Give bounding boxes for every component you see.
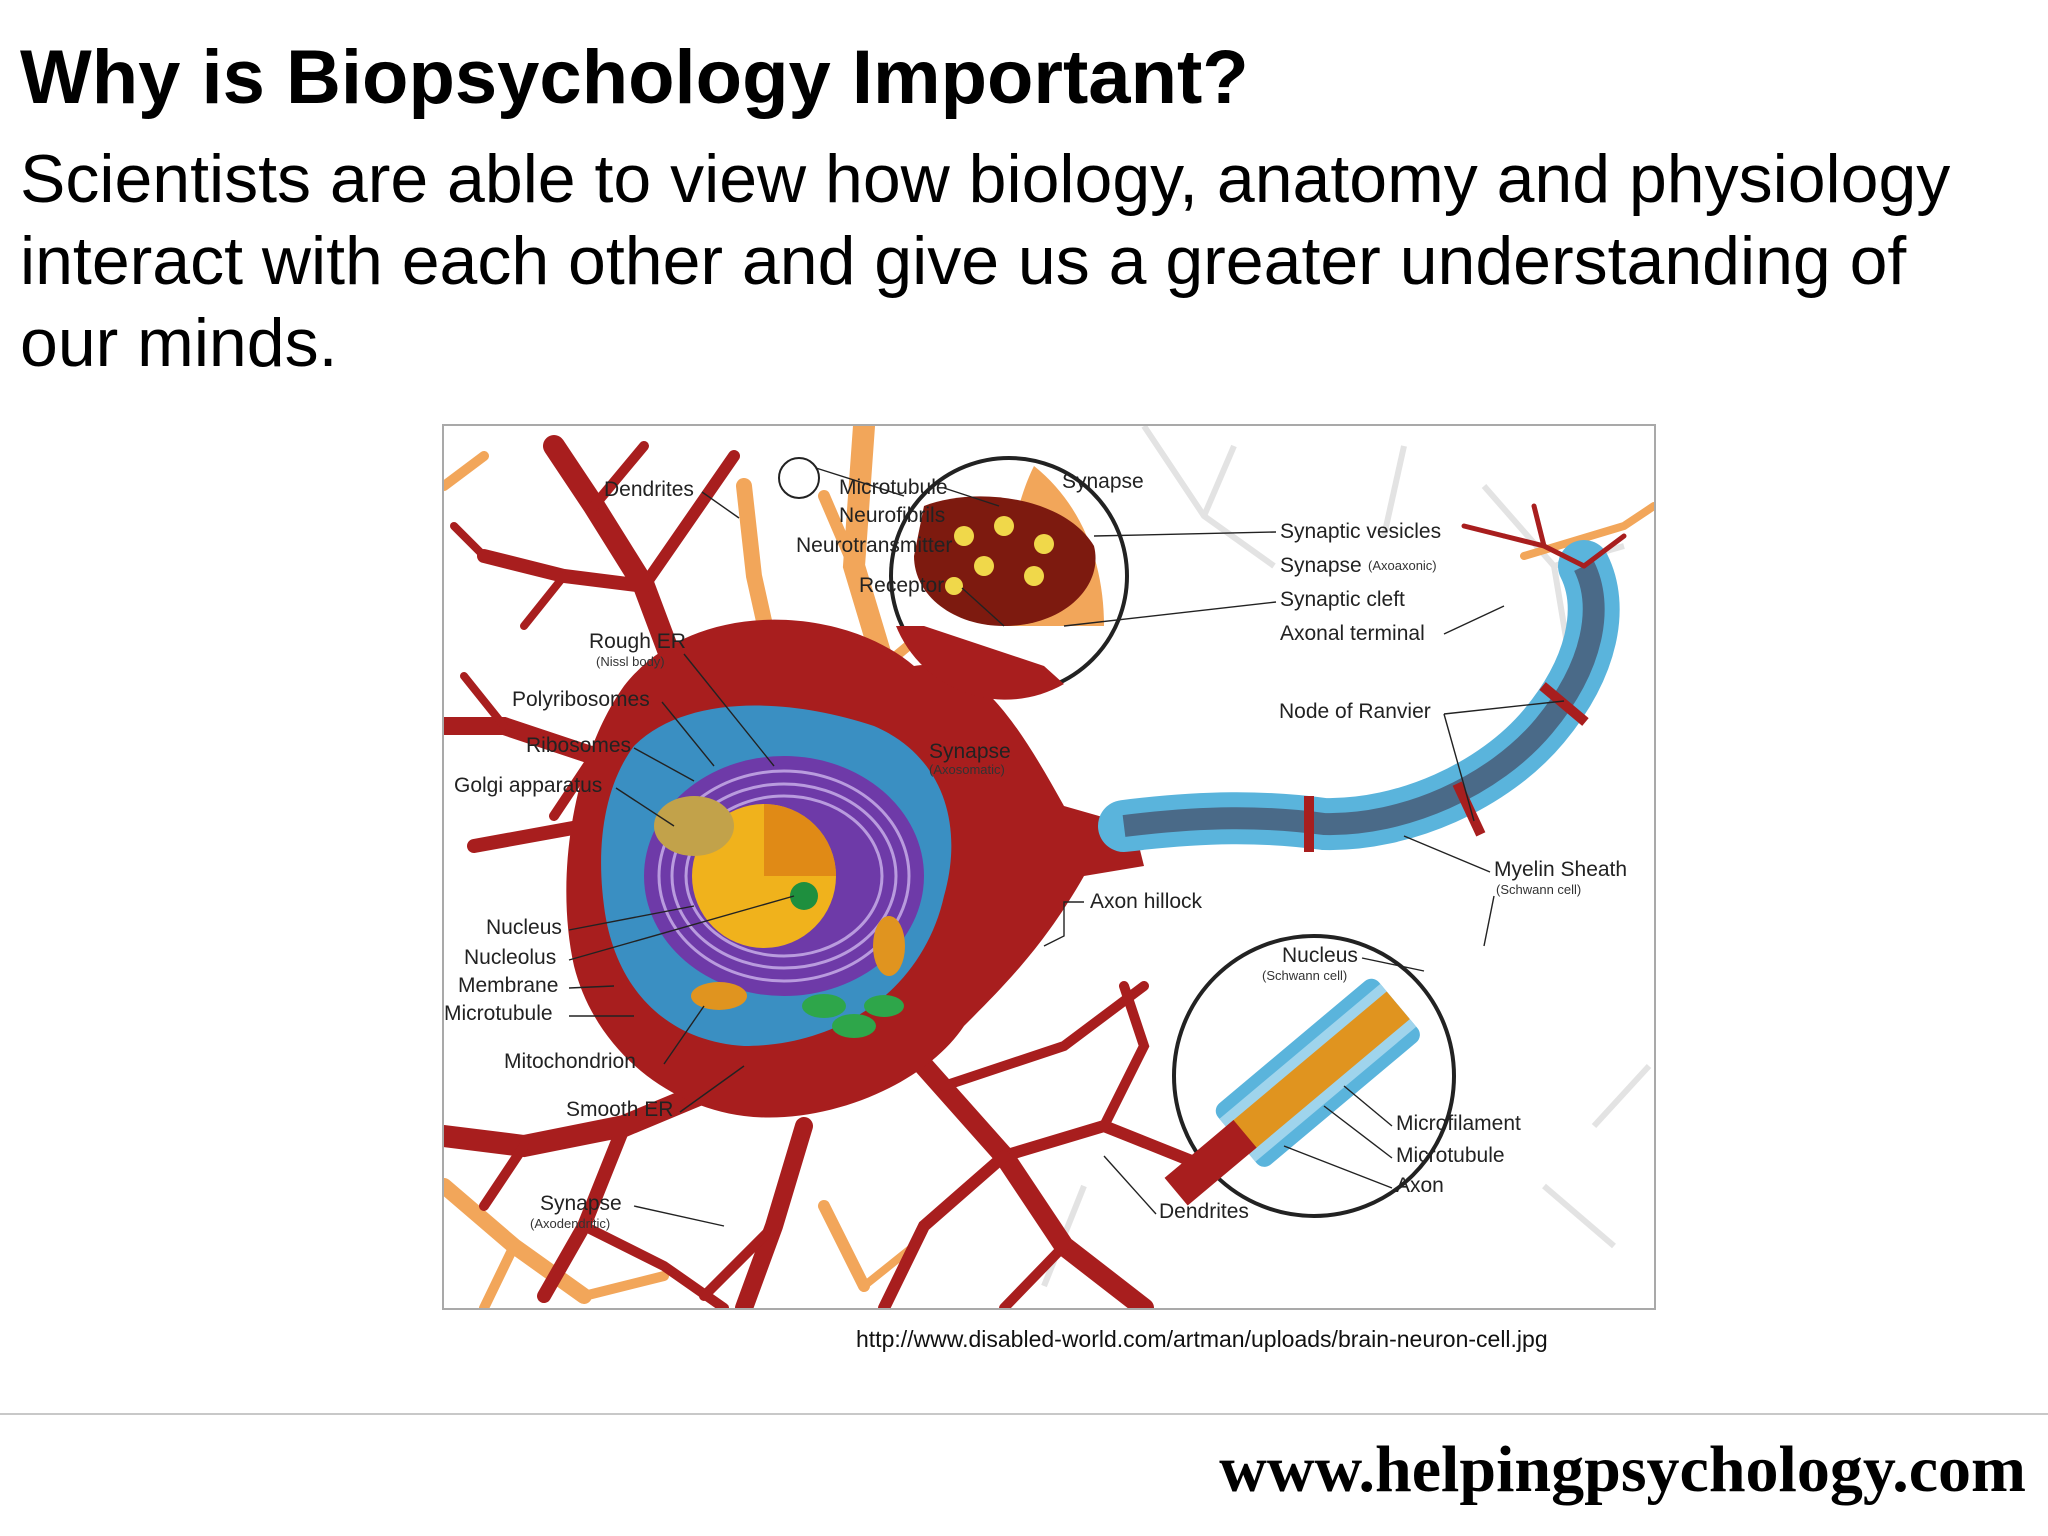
axon-terminal <box>1461 503 1627 569</box>
slide-title: Why is Biopsychology Important? <box>20 35 1249 120</box>
label-microfilament: Microfilament <box>1396 1112 1521 1135</box>
label-synapse-bottom: Synapse <box>540 1192 622 1215</box>
label-synapse-mid: Synapse <box>929 740 1011 763</box>
label-neurofibrils: Neurofibrils <box>839 504 945 527</box>
label-nucleolus: Nucleolus <box>464 946 556 969</box>
label-axon: Axon <box>1396 1174 1444 1197</box>
figure-source-url[interactable]: http://www.disabled-world.com/artman/upl… <box>856 1326 1548 1352</box>
label-nucleus-schwann-sub: (Schwann cell) <box>1262 968 1347 983</box>
label-node-of-ranvier: Node of Ranvier <box>1279 700 1431 723</box>
label-axonal-terminal: Axonal terminal <box>1280 622 1425 645</box>
nucleolus <box>790 882 818 910</box>
label-neurotransmitter: Neurotransmitter <box>796 534 952 557</box>
mitochondrion <box>691 982 747 1010</box>
footer-website: www.helpingpsychology.com <box>1219 1433 2026 1506</box>
footer-divider <box>0 1413 2048 1415</box>
label-smooth-er: Smooth ER <box>566 1098 673 1121</box>
label-synapse-top: Synapse <box>1062 470 1144 493</box>
label-synapse-axoaxonic-sub: (Axoaxonic) <box>1368 558 1437 573</box>
label-synaptic-vesicles: Synaptic vesicles <box>1280 520 1441 543</box>
label-synapse-axoaxonic: Synapse <box>1280 554 1362 577</box>
label-ribosomes: Ribosomes <box>526 734 631 757</box>
label-synapse-mid-sub: (Axosomatic) <box>929 762 1005 777</box>
red-dendrites <box>444 435 1268 1308</box>
label-microtubule-left: Microtubule <box>444 1002 553 1025</box>
label-rough-er-sub: (Nissl body) <box>596 654 665 669</box>
label-rough-er: Rough ER <box>589 630 686 653</box>
neuron-diagram-svg: Dendrites Microtubule Neurofibrils Neuro… <box>444 426 1654 1308</box>
label-microtubule-axon: Microtubule <box>1396 1144 1505 1167</box>
label-synaptic-cleft: Synaptic cleft <box>1280 588 1405 611</box>
slide-body-text: Scientists are able to view how biology,… <box>20 141 1951 381</box>
neuron-diagram-image: Dendrites Microtubule Neurofibrils Neuro… <box>442 424 1656 1310</box>
smooth-er <box>802 994 904 1038</box>
label-microtubule-top: Microtubule <box>839 476 948 499</box>
label-dendrites-top: Dendrites <box>604 478 694 501</box>
nodes-of-ranvier <box>1304 682 1589 852</box>
label-nucleus: Nucleus <box>486 916 562 939</box>
label-receptor: Receptor <box>859 574 944 597</box>
label-synapse-bottom-sub: (Axodendritic) <box>530 1216 610 1231</box>
background-neurons <box>1041 426 1652 1288</box>
label-polyribosomes: Polyribosomes <box>512 688 650 711</box>
axon-core <box>1122 561 1605 837</box>
label-nucleus-schwann: Nucleus <box>1282 944 1358 967</box>
label-axon-hillock: Axon hillock <box>1090 890 1203 913</box>
label-membrane: Membrane <box>458 974 558 997</box>
label-myelin-sheath: Myelin Sheath <box>1494 858 1627 881</box>
label-myelin-sheath-sub: (Schwann cell) <box>1496 882 1581 897</box>
label-golgi-apparatus: Golgi apparatus <box>454 774 602 797</box>
label-dendrites-bottom: Dendrites <box>1159 1200 1249 1223</box>
label-mitochondrion: Mitochondrion <box>504 1050 636 1073</box>
